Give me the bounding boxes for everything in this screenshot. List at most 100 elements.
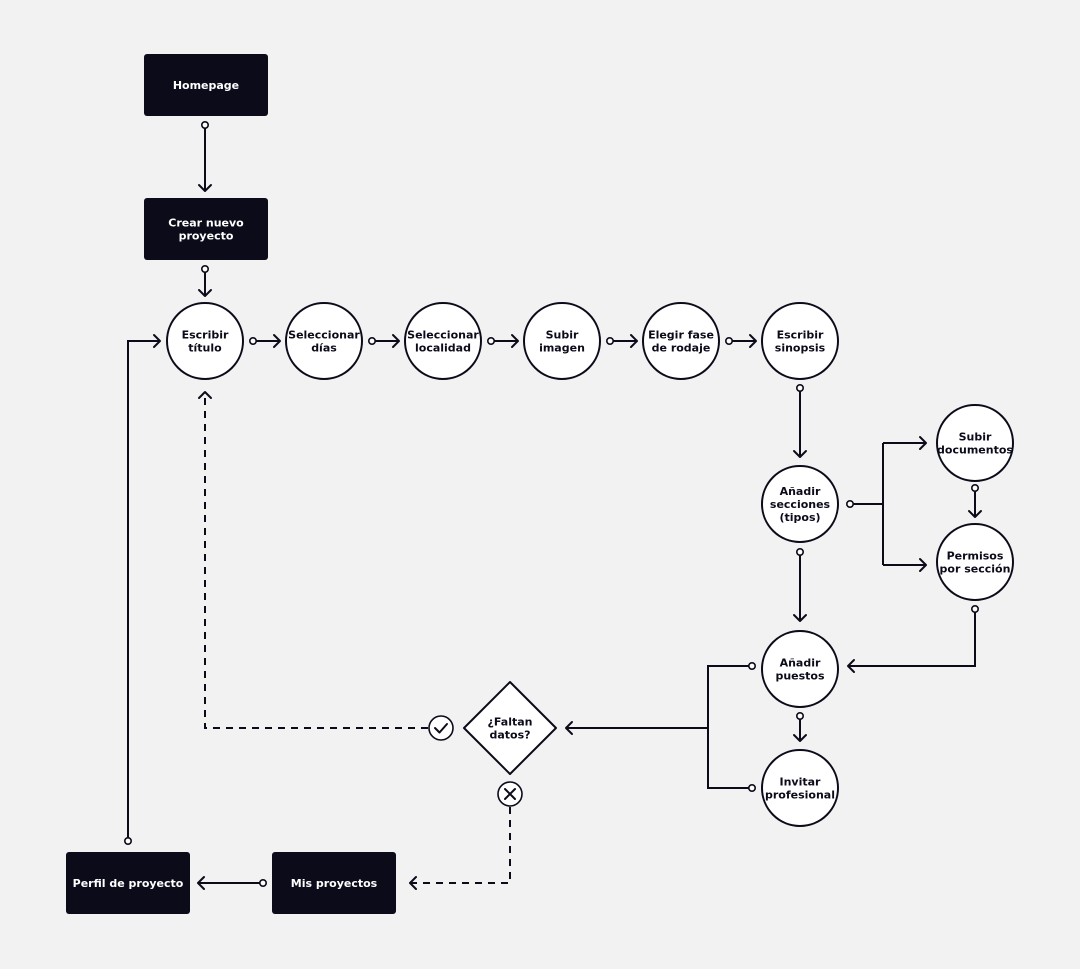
chain-arrow-3 [630, 334, 638, 348]
perfil-in-arrow [197, 876, 205, 890]
chain-arrow-0 [273, 334, 281, 348]
chain-dot-2 [486, 336, 495, 345]
crear-label: Crear nuevo [168, 217, 244, 230]
nodes: EscribirtítuloSeleccionardíasSeleccionar… [66, 54, 1014, 914]
homepage-node: Homepage [144, 54, 268, 116]
permisos-out-dot [970, 604, 979, 613]
chain-dot-3 [605, 336, 614, 345]
mis-proyectos-out-dot [258, 878, 267, 887]
secciones-out-dot [845, 499, 854, 508]
anadir-secciones-circle [761, 465, 839, 543]
escribir-sinopsis-label: Escribir [777, 329, 824, 342]
secciones-down-dot [795, 547, 804, 556]
permisos-in-arrow [919, 558, 927, 572]
titulo-in-arrow [198, 289, 212, 297]
x-icon-stroke-b [504, 788, 516, 800]
mis-proyectos-label: Mis proyectos [291, 877, 378, 890]
anadir-puestos-label: puestos [775, 670, 825, 683]
invitar-circle [761, 749, 839, 827]
perfil-label: Perfil de proyecto [73, 877, 184, 890]
subir-documentos-label: documentos [937, 444, 1013, 457]
homepage-label: Homepage [173, 79, 239, 92]
merge-bracket-line [707, 665, 752, 789]
markers [124, 121, 982, 890]
subir-documentos-label: Subir [959, 431, 992, 444]
titulo-return-arrow [198, 391, 212, 399]
yes-return-line [204, 392, 428, 729]
crear-box [144, 198, 268, 260]
subir-imagen-label: Subir [546, 329, 579, 342]
invitar-label: Invitar [780, 776, 822, 789]
chain-arrow-1 [392, 334, 400, 348]
subir-documentos-circle [936, 404, 1014, 482]
puestos-left-dot [747, 661, 756, 670]
escribir-titulo-circle [166, 302, 244, 380]
faltan-datos-label: ¿Faltan [488, 716, 533, 729]
decision-in-arrow [565, 721, 573, 735]
anadir-secciones-label: Añadir [780, 485, 821, 498]
crear-label: proyecto [179, 230, 234, 243]
faltan-datos-label: datos? [489, 729, 530, 742]
edges [127, 125, 976, 884]
anadir-secciones-label: secciones [770, 498, 831, 511]
perfil-to-titulo-line [127, 340, 160, 841]
subir-imagen-label: imagen [539, 342, 585, 355]
chain-dot-4 [724, 336, 733, 345]
elegir-fase-label: Elegir fase [648, 329, 714, 342]
perfil-out-dot [124, 836, 133, 845]
escribir-titulo-label: título [188, 342, 222, 355]
seleccionar-localidad-label: Seleccionar [407, 329, 479, 342]
sinopsis-out-dot [795, 383, 804, 392]
chain-arrow-4 [749, 334, 757, 348]
subir-imagen-circle [523, 302, 601, 380]
escribir-sinopsis-label: sinopsis [775, 342, 826, 355]
homepage-out-dot [201, 121, 210, 130]
secciones-in-arrow [793, 450, 807, 458]
puestos-out-dot [795, 711, 804, 720]
puestos-top-arrow [793, 614, 807, 622]
anadir-puestos-circle [761, 630, 839, 708]
escribir-sinopsis-circle [761, 302, 839, 380]
seleccionar-dias-label: Seleccionar [288, 329, 360, 342]
permisos-label: por sección [940, 563, 1011, 576]
permisos-circle [936, 523, 1014, 601]
mis-proyectos-node: Mis proyectos [272, 852, 396, 914]
chain-arrow-2 [511, 334, 519, 348]
invitar-left-dot [747, 783, 756, 792]
mis-proyectos-box [272, 852, 396, 914]
permisos-to-puestos-line [848, 609, 976, 667]
chain-dot-0 [249, 336, 258, 345]
x-icon [497, 781, 523, 807]
mis-proyectos-in-arrow [409, 876, 417, 890]
documentos-out-dot [970, 483, 979, 492]
invitar-in-arrow [793, 734, 807, 742]
documentos-in-arrow [919, 436, 927, 450]
perfil-node: Perfil de proyecto [66, 852, 190, 914]
titulo-left-arrow [153, 334, 161, 348]
chain-dot-1 [367, 336, 376, 345]
seleccionar-localidad-circle [404, 302, 482, 380]
anadir-secciones-label: (tipos) [779, 511, 820, 524]
anadir-puestos-label: Añadir [780, 657, 821, 670]
decision-diamond [463, 681, 557, 775]
crear-in-arrow [198, 184, 212, 192]
perfil-box [66, 852, 190, 914]
homepage-box [144, 54, 268, 116]
invitar-label: profesional [765, 789, 835, 802]
escribir-titulo-label: Escribir [182, 329, 229, 342]
seleccionar-dias-circle [285, 302, 363, 380]
check-icon-mark [434, 723, 448, 734]
elegir-fase-circle [642, 302, 720, 380]
